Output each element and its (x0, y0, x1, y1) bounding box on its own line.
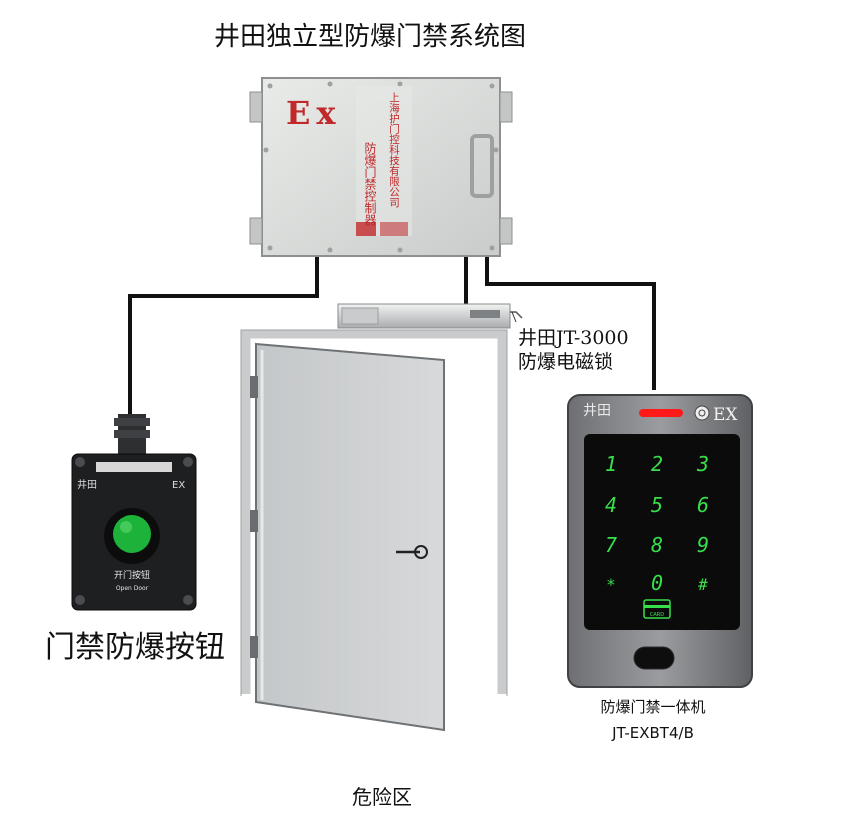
door-panel (250, 342, 445, 732)
button-sublabel: Open Door (116, 585, 149, 592)
lock-label: 井田JT-3000 防爆电磁锁 (518, 326, 629, 374)
button-caption: 门禁防爆按钮 (45, 630, 225, 665)
contactless-icon (694, 405, 710, 421)
controller-label: 防爆门禁控制器 (363, 141, 377, 227)
key-1[interactable]: 1 (605, 452, 617, 476)
button-brand: 井田 (77, 478, 97, 491)
controller-handle (470, 134, 494, 198)
ex-mark: Ex (286, 94, 341, 132)
lock-name: 防爆电磁锁 (518, 351, 614, 373)
lock-model: 井田JT-3000 (518, 327, 629, 349)
reader-model: JT-EXBT4/B (612, 724, 694, 742)
lock-pointer (511, 311, 517, 323)
cable-to-reader (485, 256, 656, 390)
key-2[interactable]: 2 (651, 452, 663, 476)
reader-ex: EX (713, 405, 738, 425)
key-3[interactable]: 3 (696, 452, 709, 476)
keypad-reader: 井田 EX 1 2 3 4 5 6 7 8 9 * 0 # CARD (567, 394, 753, 688)
reader-brand: 井田 (583, 403, 611, 419)
key-9[interactable]: 9 (697, 533, 709, 557)
cable-to-button (128, 256, 319, 420)
fingerprint-window (633, 646, 675, 670)
controller-box: Ex 防爆门禁控制器 上海护门控科技有限公司 (249, 77, 513, 257)
card-icon (643, 599, 671, 619)
key-0[interactable]: 0 (651, 571, 663, 595)
green-button (113, 515, 151, 553)
controller-company: 上海护门控科技有限公司 (388, 92, 400, 208)
diagram-title: 井田独立型防爆门禁系统图 (214, 22, 527, 52)
key-hash[interactable]: # (697, 575, 708, 594)
reader-label: 防爆门禁一体机 JT-EXBT4/B (588, 694, 718, 746)
card-label: CARD (650, 612, 664, 618)
key-4[interactable]: 4 (605, 493, 617, 517)
key-6[interactable]: 6 (697, 493, 709, 517)
button-label: 开门按钮 (114, 569, 150, 581)
keypad-keys: 1 2 3 4 5 6 7 8 9 * 0 # (605, 452, 709, 595)
button-ex: EX (172, 480, 185, 491)
key-7[interactable]: 7 (605, 533, 617, 557)
magnetic-lock (337, 303, 523, 329)
key-star[interactable]: * (606, 575, 616, 594)
exit-button-device: 井田 EX 开门按钮 Open Door (71, 414, 197, 611)
key-8[interactable]: 8 (651, 533, 663, 557)
reader-name: 防爆门禁一体机 (600, 698, 706, 716)
cables (128, 256, 656, 420)
keypad-panel (584, 434, 740, 630)
reader-indicator (639, 409, 683, 417)
key-5[interactable]: 5 (651, 493, 663, 517)
hazard-zone-label: 危险区 (352, 785, 412, 809)
door-frame (240, 329, 508, 696)
